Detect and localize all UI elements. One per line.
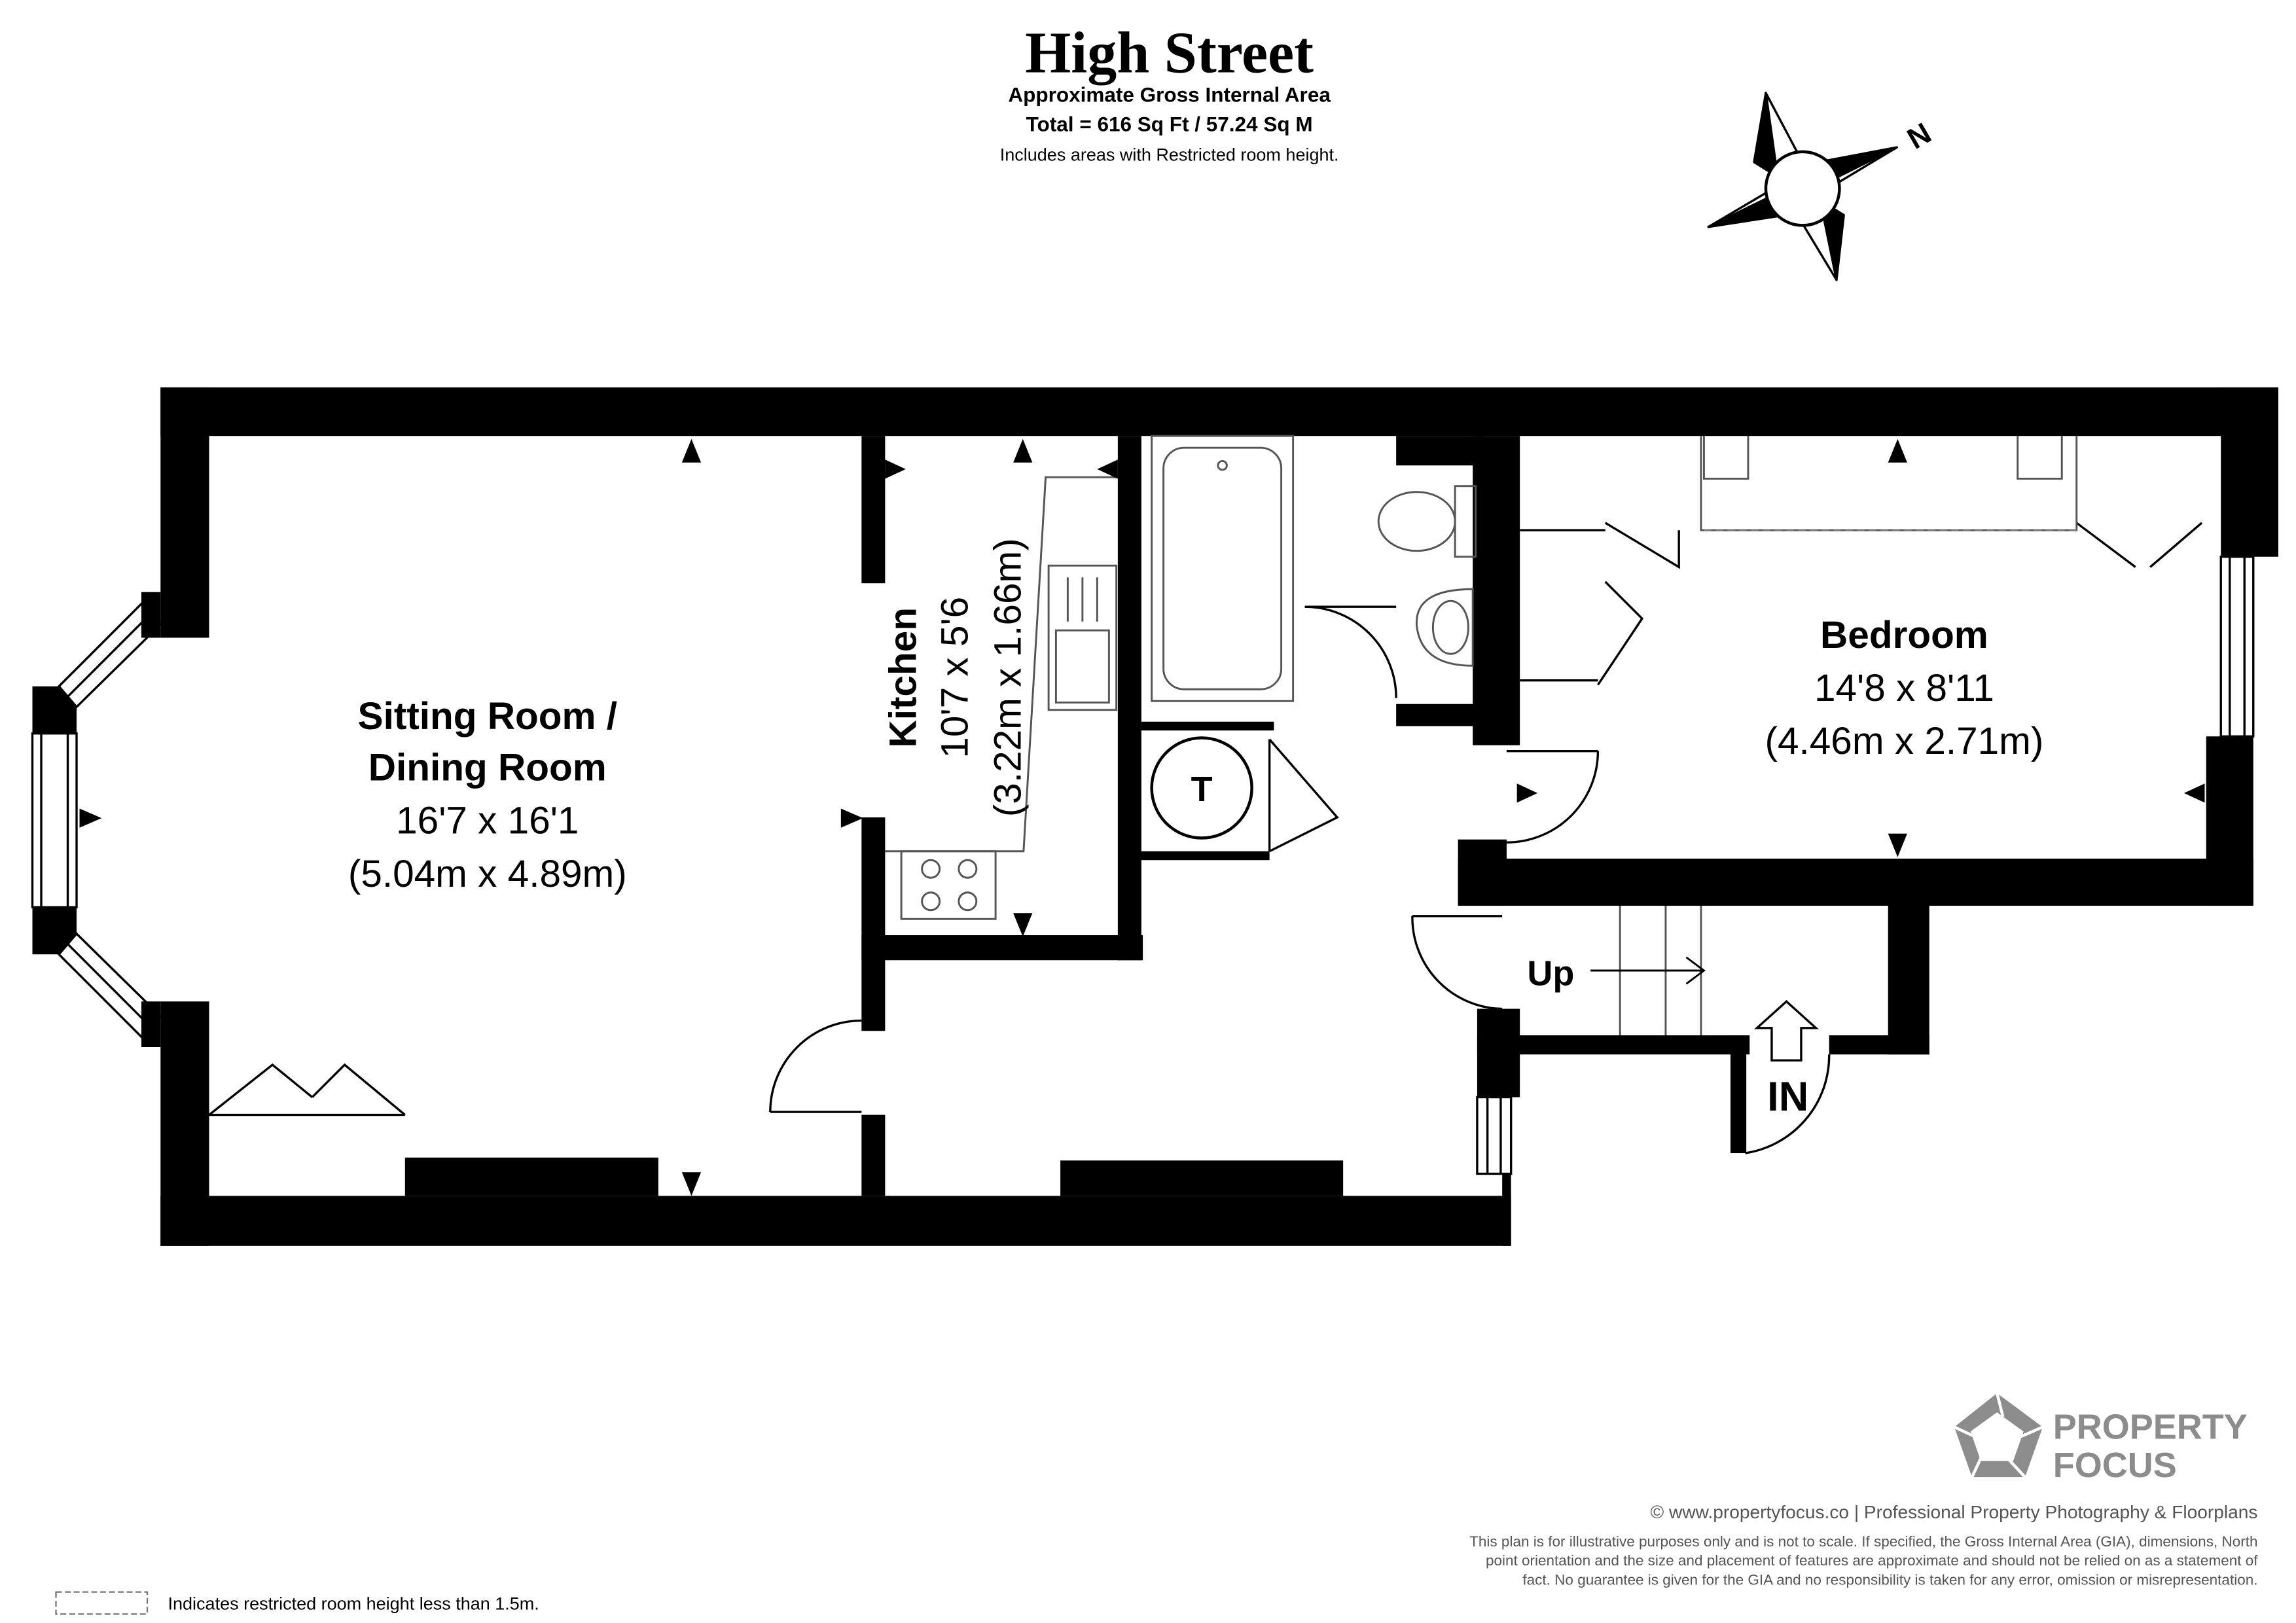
- footer-disclaimer: This plan is for illustrative purposes o…: [1469, 1533, 2257, 1550]
- plan-total-area: Total = 616 Sq Ft / 57.24 Sq M: [1026, 112, 1313, 135]
- room-name: Kitchen: [882, 607, 925, 748]
- room-dimensions-metric: (4.46m x 2.71m): [1765, 720, 2044, 762]
- entrance-arrow-icon: [1754, 1000, 1819, 1061]
- room-label-sitting: Sitting Room / Dining Room 16'7 x 16'1 (…: [348, 695, 627, 895]
- stairs-up-label: Up: [1527, 954, 1574, 993]
- header: High Street Approximate Gross Internal A…: [1000, 20, 1339, 164]
- room-dimensions-metric: (3.22m x 1.66m): [986, 538, 1029, 817]
- footer-website: © www.propertyfocus.co | Professional Pr…: [1651, 1502, 2258, 1522]
- room-name: Sitting Room /: [358, 695, 617, 738]
- compass-rose-icon: N: [1707, 92, 1937, 281]
- room-label-bedroom: Bedroom 14'8 x 8'11 (4.46m x 2.71m): [1765, 614, 2044, 762]
- restricted-height-legend-icon: [55, 1591, 149, 1615]
- doors: [208, 522, 2203, 1154]
- footer-disclaimer: fact. No guarantee is given for the GIA …: [1522, 1571, 2257, 1588]
- tank-label: T: [1191, 770, 1213, 809]
- basin-icon: [1416, 588, 1474, 667]
- legend-text: Indicates restricted room height less th…: [168, 1594, 539, 1614]
- room-name: Bedroom: [1820, 614, 1988, 656]
- room-name: Dining Room: [368, 747, 607, 789]
- entrance-label: IN: [1767, 1074, 1808, 1120]
- brand-line-1: PROPERTY: [2053, 1408, 2248, 1447]
- plan-title: High Street: [1025, 20, 1314, 85]
- property-focus-logo: PROPERTY FOCUS: [1954, 1393, 2248, 1485]
- tank-icon: [1150, 736, 1253, 840]
- brand-line-2: FOCUS: [2053, 1446, 2177, 1485]
- dimension-markers: [79, 438, 2205, 1196]
- room-dimensions-imperial: 14'8 x 8'11: [1814, 667, 1994, 709]
- hob-icon: [900, 850, 997, 920]
- walls: [32, 387, 2278, 1246]
- sink-icon: [1047, 564, 1118, 711]
- room-dimensions-imperial: 10'7 x 5'6: [933, 597, 976, 758]
- stairs-icon: [1590, 906, 1706, 1036]
- fixtures: [885, 435, 2078, 1036]
- plan-note: Includes areas with Restricted room heig…: [1000, 145, 1339, 164]
- restricted-height-legend: Indicates restricted room height less th…: [55, 1591, 539, 1615]
- footer-disclaimer: point orientation and the size and place…: [1486, 1552, 2258, 1569]
- room-label-kitchen: Kitchen 10'7 x 5'6 (3.22m x 1.66m): [882, 538, 1030, 817]
- room-dimensions-imperial: 16'7 x 16'1: [396, 800, 579, 842]
- room-dimensions-metric: (5.04m x 4.89m): [348, 853, 627, 895]
- bath-icon: [1151, 435, 1295, 702]
- footer: © www.propertyfocus.co | Professional Pr…: [1469, 1502, 2258, 1588]
- plan-subtitle: Approximate Gross Internal Area: [1008, 82, 1331, 106]
- windows: [31, 556, 2255, 1175]
